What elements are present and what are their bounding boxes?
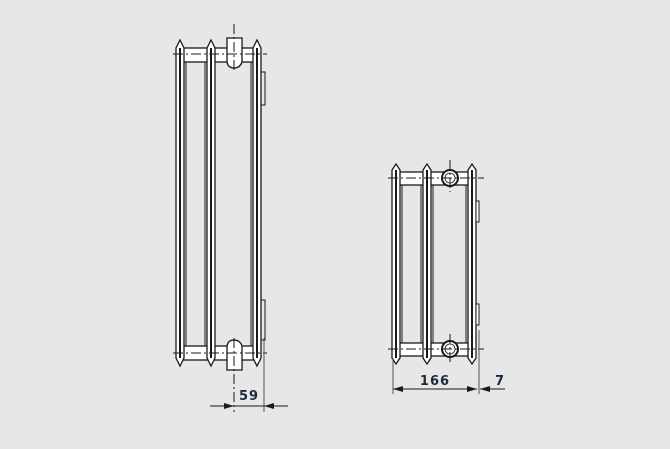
dimension-label-166: 166 <box>420 374 450 389</box>
wall-bracket <box>261 71 266 341</box>
dimension-label-59: 59 <box>239 389 259 404</box>
pipe-connection-circles <box>441 169 459 358</box>
column-tubes <box>391 162 477 366</box>
wall-bracket <box>475 303 480 326</box>
column-tubes <box>175 38 262 368</box>
dimension-label-7: 7 <box>495 374 505 389</box>
radiator-side-view-tall: 59 <box>173 24 288 412</box>
bottom-pipe-connection <box>226 339 243 371</box>
top-header <box>179 47 261 63</box>
radiator-side-view-short: 166 7 <box>388 160 505 394</box>
top-pipe-connection <box>226 37 243 69</box>
wall-bracket <box>475 200 480 223</box>
